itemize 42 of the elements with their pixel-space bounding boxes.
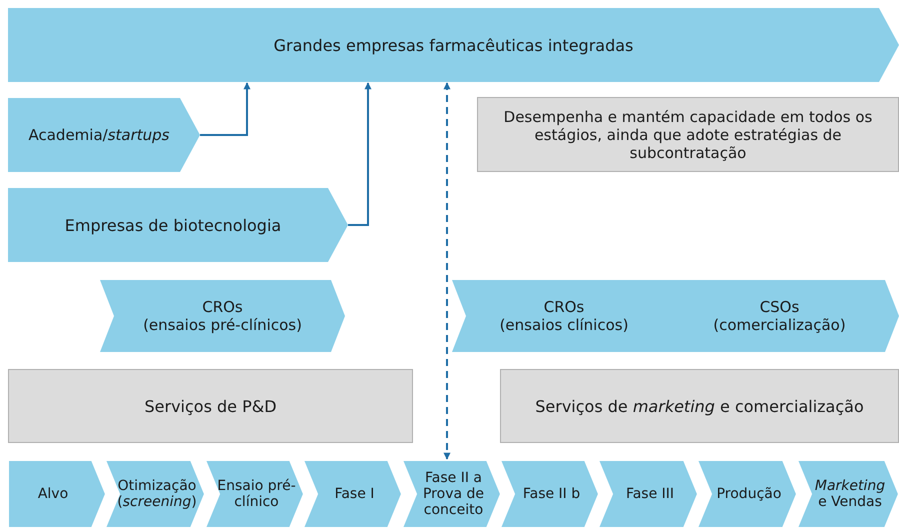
chevron-shape [8, 460, 106, 528]
node-label: (comercialização) [713, 316, 846, 334]
chevron-shape [660, 280, 899, 352]
node-label: Fase II a Prova de conceito [422, 470, 486, 518]
node-label: Alvo [38, 486, 68, 502]
node-label: CROs [544, 298, 584, 316]
node-label: (ensaios clínicos) [500, 316, 628, 334]
chevron-shape [598, 460, 698, 528]
node-label: CROs [202, 298, 243, 316]
arrow-banner [8, 188, 348, 262]
info-box [500, 369, 899, 443]
node-label: Academia/startups [28, 126, 170, 144]
node-label: (ensaios pré-clínicos) [143, 316, 302, 334]
node-label: Serviços de P&D [144, 396, 277, 416]
node-label: CSOs [760, 298, 800, 316]
chevron-shape [303, 460, 402, 528]
chevron-shape [402, 460, 501, 528]
info-box [477, 97, 899, 172]
node-label: Fase I [334, 486, 374, 502]
chevron-shape [100, 280, 345, 352]
dashed-arrow [444, 82, 450, 460]
node-label: Fase III [626, 486, 674, 502]
arrow-banner [8, 8, 899, 82]
chevron-shape [697, 460, 797, 528]
chevron-shape [797, 460, 899, 528]
chevron-shape [105, 460, 205, 528]
arrow-banner [8, 98, 200, 172]
chevron-shape [205, 460, 304, 528]
node-label: Empresas de biotecnologia [64, 216, 282, 234]
node-label: Desempenha e mantém capacidade em todos os estágios, ainda que adote estratégias de subcontratação [502, 108, 874, 162]
info-box [8, 369, 413, 443]
node-label: Fase II b [522, 486, 580, 502]
node-label: Ensaio pré-clínico [217, 478, 296, 510]
arrow [200, 82, 250, 136]
node-label: Otimização (screening) [117, 478, 197, 510]
chevron-shape [452, 280, 676, 352]
node-label: Marketing e Vendas [814, 478, 886, 510]
arrow [348, 82, 372, 226]
node-label: Produção [716, 486, 782, 502]
node-label: Serviços de marketing e comercialização [535, 396, 864, 416]
node-label: Grandes empresas farmacêuticas integradas [274, 36, 634, 54]
chevron-shape [500, 460, 599, 528]
